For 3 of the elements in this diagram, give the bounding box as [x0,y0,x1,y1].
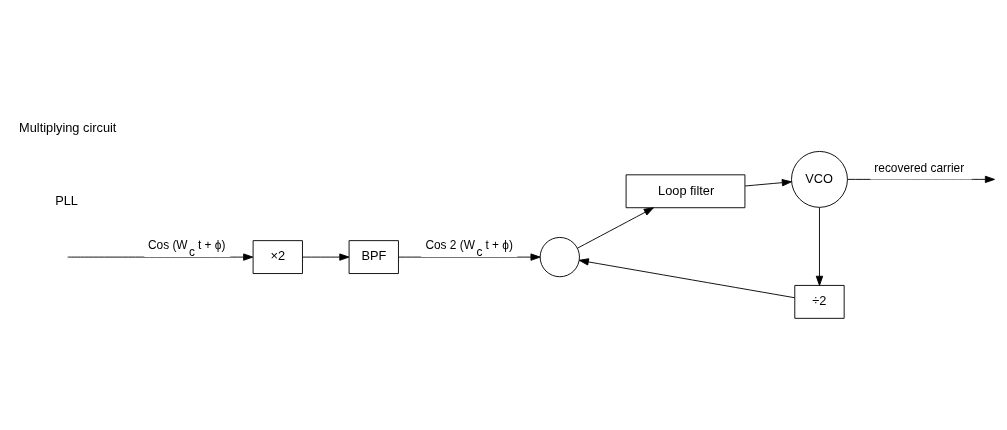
label: Multiplying circuit [19,119,117,135]
label: PLL [55,192,78,208]
edge-label: recovered carrier [874,160,965,175]
